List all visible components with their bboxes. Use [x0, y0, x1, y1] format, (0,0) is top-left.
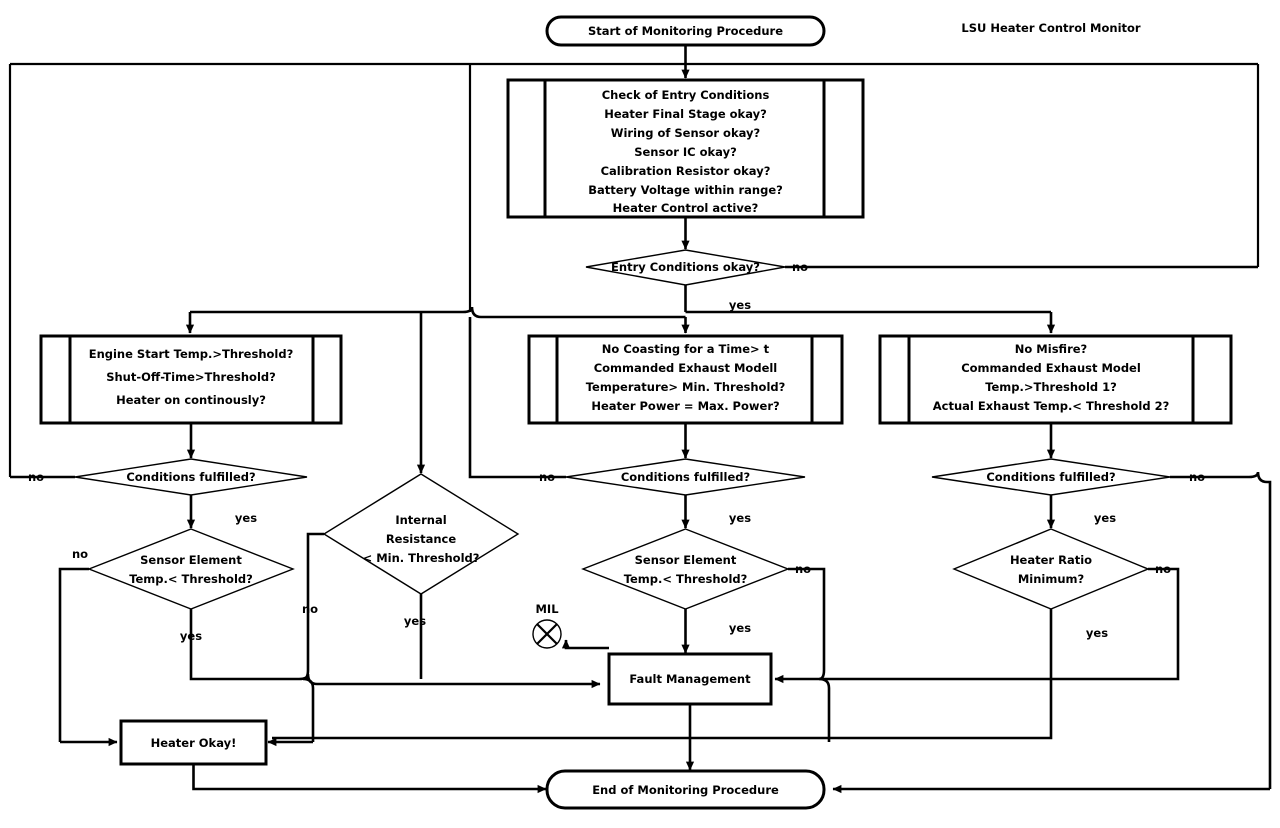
page-title: LSU Heater Control Monitor: [961, 21, 1141, 35]
left-sensor-element-line1: Sensor Element: [140, 553, 242, 567]
edge-internal-res-no: [302, 532, 324, 742]
heater-okay-label: Heater Okay!: [151, 736, 237, 750]
entry-conditions-decision: Entry Conditions okay?: [585, 249, 786, 286]
middle-box-line-2: Commanded Exhaust Modell: [594, 361, 778, 375]
check-of-entry-conditions-box: Check of Entry Conditions Heater Final S…: [506, 78, 865, 219]
right-conditions-fulfilled-label: Conditions fulfilled?: [986, 470, 1115, 484]
edge-middle-cond-no: [468, 317, 566, 479]
right-box-line-3: Temp.>Threshold 1?: [985, 380, 1117, 394]
edge-right-cond-no: [1170, 471, 1272, 789]
middle-conditions-fulfilled-decision: Conditions fulfilled?: [565, 458, 806, 496]
mil-label: MIL: [535, 602, 559, 616]
left-sensor-element-line2: Temp.< Threshold?: [129, 572, 253, 586]
entry-box-line-5: Calibration Resistor okay?: [601, 164, 771, 178]
left-sensor-element-decision: Sensor Element Temp.< Threshold?: [87, 528, 295, 610]
edge-label-right-cond-yes: yes: [1094, 511, 1116, 525]
entry-conditions-decision-label: Entry Conditions okay?: [611, 260, 760, 274]
entry-box-line-2: Heater Final Stage okay?: [604, 107, 767, 121]
middle-conditions-fulfilled-label: Conditions fulfilled?: [621, 470, 750, 484]
edge-label-left-sensor-no: no: [72, 547, 88, 561]
left-conditions-fulfilled-label: Conditions fulfilled?: [126, 470, 255, 484]
end-node: End of Monitoring Procedure: [545, 769, 826, 810]
middle-box-line-1: No Coasting for a Time> t: [602, 342, 770, 356]
left-box-line-2: Shut-Off-Time>Threshold?: [106, 370, 276, 384]
edge-middle-sensor-no: [788, 567, 831, 742]
edge-label-left-sensor-yes: yes: [180, 629, 202, 643]
right-box-line-4: Actual Exhaust Temp.< Threshold 2?: [933, 399, 1170, 413]
heater-okay-box: Heater Okay!: [119, 719, 268, 766]
middle-box-line-3: Temperature> Min. Threshold?: [586, 380, 786, 394]
left-conditions-box: Engine Start Temp.>Threshold? Shut-Off-T…: [39, 334, 343, 425]
internal-resistance-line2: Resistance: [386, 532, 457, 546]
left-box-line-3: Heater on continously?: [116, 393, 266, 407]
middle-box-line-4: Heater Power = Max. Power?: [591, 399, 779, 413]
edge-label-middle-cond-yes: yes: [729, 511, 751, 525]
left-box-line-1: Engine Start Temp.>Threshold?: [89, 347, 294, 361]
right-conditions-fulfilled-decision: Conditions fulfilled?: [931, 458, 1171, 496]
edge-fault-to-mil: [561, 639, 609, 650]
middle-sensor-element-line1: Sensor Element: [635, 553, 737, 567]
edge-left-sensor-yes: [189, 609, 601, 689]
start-node: Start of Monitoring Procedure: [545, 15, 826, 47]
middle-sensor-element-line2: Temp.< Threshold?: [624, 572, 748, 586]
internal-resistance-decision: Internal Resistance < Min. Threshold?: [322, 473, 520, 595]
end-node-label: End of Monitoring Procedure: [592, 783, 779, 797]
edge-right-ratio-no: [829, 567, 1180, 681]
edge-label-internal-res-no: no: [302, 602, 318, 616]
entry-box-line-3: Wiring of Sensor okay?: [611, 126, 760, 140]
entry-box-line-1: Check of Entry Conditions: [602, 88, 770, 102]
edge-left-sensor-no: [58, 567, 89, 742]
entry-box-line-6: Battery Voltage within range?: [588, 183, 783, 197]
edge-label-left-cond-no: no: [28, 470, 44, 484]
middle-sensor-element-decision: Sensor Element Temp.< Threshold?: [581, 528, 790, 610]
right-heater-ratio-line1: Heater Ratio: [1010, 553, 1092, 567]
edge-label-internal-res-yes: yes: [404, 614, 426, 628]
edge-label-right-ratio-yes: yes: [1086, 626, 1108, 640]
internal-resistance-line3: < Min. Threshold?: [363, 551, 480, 565]
right-box-line-2: Commanded Exhaust Model: [961, 361, 1141, 375]
internal-resistance-line1: Internal: [395, 513, 446, 527]
outer-frame: [8, 62, 1260, 477]
right-heater-ratio-decision: Heater Ratio Minimum?: [952, 528, 1150, 610]
fault-management-label: Fault Management: [629, 672, 751, 686]
branch-distribution-bus: [185, 306, 1056, 474]
middle-conditions-box: No Coasting for a Time> t Commanded Exha…: [527, 334, 844, 425]
left-conditions-fulfilled-decision: Conditions fulfilled?: [74, 458, 308, 496]
edge-label-left-cond-yes: yes: [235, 511, 257, 525]
right-box-line-1: No Misfire?: [1015, 342, 1087, 356]
entry-box-line-7: Heater Control active?: [613, 201, 759, 215]
edge-heater-okay-to-end: [192, 764, 547, 794]
mil-indicator: MIL: [532, 602, 562, 649]
right-conditions-box: No Misfire? Commanded Exhaust Model Temp…: [878, 334, 1233, 425]
edge-label-right-ratio-no: no: [1155, 562, 1171, 576]
edge-right-ratio-yes: [272, 609, 1053, 740]
edge-label-middle-sensor-yes: yes: [729, 621, 751, 635]
start-node-label: Start of Monitoring Procedure: [588, 24, 783, 38]
edge-label-middle-sensor-no: no: [795, 562, 811, 576]
fault-management-box: Fault Management: [607, 652, 773, 706]
edge-label-right-cond-no: no: [1189, 470, 1205, 484]
right-heater-ratio-line2: Minimum?: [1018, 572, 1084, 586]
edge-label-entry-no: no: [792, 260, 808, 274]
entry-box-line-4: Sensor IC okay?: [634, 145, 737, 159]
edge-label-middle-cond-no: no: [539, 470, 555, 484]
edge-label-entry-yes: yes: [729, 298, 751, 312]
